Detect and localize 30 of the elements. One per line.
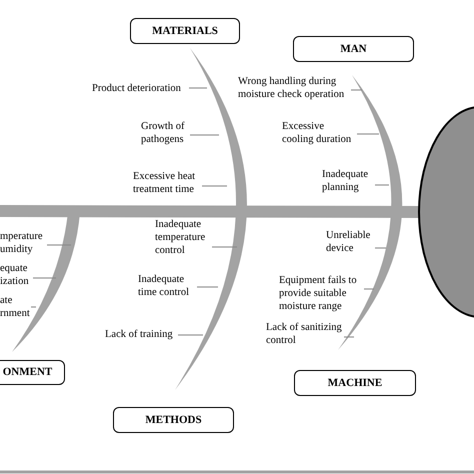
category-box: ONMENT [0,360,65,385]
category-box: MATERIALS [130,18,240,44]
cause-text: Lack of sanitizing control [266,321,343,347]
cause-text: Excessive heat treatment time [133,170,201,196]
leader-line [46,244,72,246]
cause-text: equate ization [0,262,32,288]
cause-text: Inadequate temperature control [155,218,211,257]
category-box: MAN [293,36,414,62]
cause-text: Lack of training [105,328,177,341]
leader-line [364,288,374,290]
fish-spine [0,205,420,218]
cause-text: Inadequate planning [322,168,374,194]
cause-text: Excessive cooling duration [282,120,356,146]
cause-text: Inadequate time control [138,273,196,299]
leader-line [196,286,218,288]
leader-line [30,306,36,308]
cause-text: Product deterioration [92,82,188,95]
leader-line [374,184,390,186]
cause-text: mperature umidity [0,230,46,256]
leader-line [212,246,238,248]
leader-line [178,334,204,336]
category-box: METHODS [113,407,234,433]
cause-text: ate rnment [0,294,30,320]
leader-line [344,336,354,338]
leader-line [190,134,220,136]
cause-text: Equipment fails to provide suitable moisture range [279,274,363,313]
cause-text: Growth of pathogens [141,120,189,146]
cause-text: Wrong handling during moisture check operation [238,75,350,101]
category-box: MACHINE [294,370,416,396]
cause-text: Unreliable device [326,229,374,255]
